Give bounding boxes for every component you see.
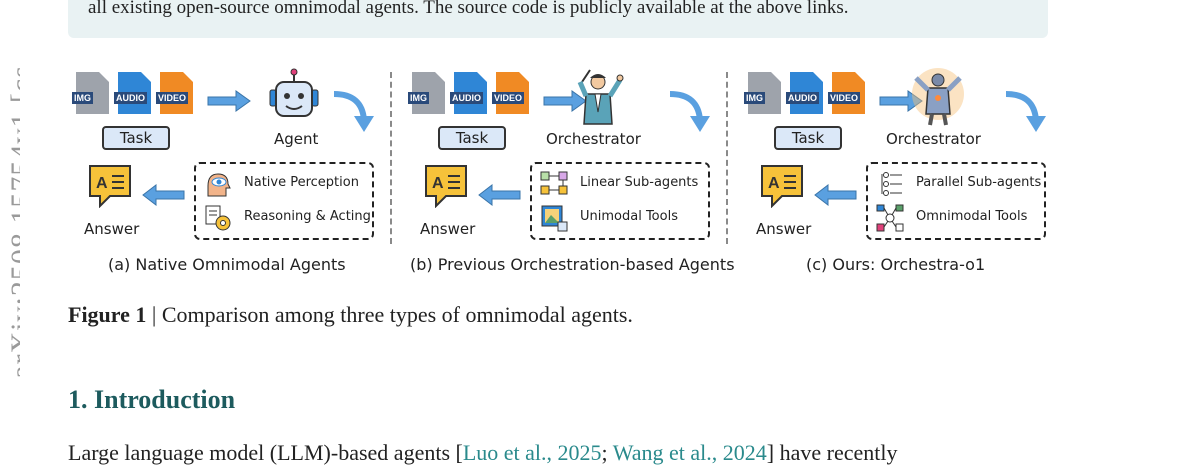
- arrow-left-icon: [478, 183, 522, 207]
- audio-file-icon: AUDIO: [786, 72, 823, 114]
- image-tool-icon: [540, 204, 568, 232]
- role-label: Orchestrator: [546, 130, 641, 148]
- multimodal-tools-icon: [876, 204, 904, 232]
- capability-label: Unimodal Tools: [580, 209, 678, 224]
- linear-flow-icon: [540, 170, 568, 198]
- capability-row: Native Perception: [204, 170, 370, 198]
- svg-text:A: A: [96, 175, 108, 192]
- capability-row: Linear Sub-agents: [540, 170, 706, 198]
- panel-caption: (a) Native Omnimodal Agents: [108, 255, 346, 274]
- curved-arrow-icon: [332, 90, 376, 136]
- capability-label: Reasoning & Acting: [244, 209, 371, 224]
- reasoning-tools-icon: [204, 204, 232, 232]
- role-label: Agent: [274, 130, 319, 148]
- parallel-flow-icon: [876, 170, 904, 198]
- role-label: Orchestrator: [886, 130, 981, 148]
- abstract-box: [68, 0, 1048, 38]
- capability-label: Native Perception: [244, 175, 359, 190]
- figure-caption-label: Figure 1: [68, 302, 147, 327]
- body-separator: ;: [601, 440, 613, 465]
- section-heading: 1. Introduction: [68, 385, 235, 415]
- answer-label: Answer: [756, 220, 812, 238]
- audio-file-icon: AUDIO: [450, 72, 487, 114]
- file-tag: IMG: [72, 92, 93, 104]
- capability-label: Linear Sub-agents: [580, 175, 699, 190]
- citation-link[interactable]: Wang et al., 2024: [612, 440, 767, 465]
- panel-caption: (b) Previous Orchestration-based Agents: [410, 255, 735, 274]
- task-box: Task: [438, 126, 506, 150]
- panel-divider: [390, 72, 392, 244]
- file-tag: AUDIO: [786, 92, 819, 104]
- file-tag: IMG: [744, 92, 765, 104]
- cyber-conductor-icon: [908, 68, 968, 126]
- video-file-icon: VIDEO: [828, 72, 865, 114]
- file-tag: VIDEO: [828, 92, 861, 104]
- capability-row: Parallel Sub-agents: [876, 170, 1042, 198]
- file-tag: VIDEO: [492, 92, 525, 104]
- body-text-end: ] have recently: [766, 440, 898, 465]
- head-eye-icon: [204, 170, 232, 198]
- figure-caption: Figure 1 | Comparison among three types …: [68, 302, 633, 328]
- capability-row: Unimodal Tools: [540, 204, 706, 232]
- file-tag: IMG: [408, 92, 429, 104]
- curved-arrow-icon: [1004, 90, 1048, 136]
- svg-text:A: A: [432, 175, 444, 192]
- answer-label: Answer: [84, 220, 140, 238]
- panel-divider: [726, 72, 728, 244]
- file-tag: AUDIO: [450, 92, 483, 104]
- section-number: 1.: [68, 385, 88, 414]
- image-file-icon: IMG: [744, 72, 781, 114]
- curved-arrow-icon: [668, 90, 712, 136]
- section-title: Introduction: [94, 385, 236, 414]
- capability-label: Omnimodal Tools: [916, 209, 1028, 224]
- answer-label: Answer: [420, 220, 476, 238]
- conductor-icon: [568, 68, 628, 126]
- arrow-right-icon: [542, 90, 588, 112]
- robot-icon: [264, 68, 324, 126]
- arrow-right-icon: [206, 90, 252, 112]
- capability-row: Omnimodal Tools: [876, 204, 1042, 232]
- answer-bubble-icon: A: [88, 164, 132, 209]
- answer-bubble-icon: A: [760, 164, 804, 209]
- capability-row: Reasoning & Acting: [204, 204, 371, 232]
- citation-link[interactable]: Luo et al., 2025: [462, 440, 602, 465]
- figure-caption-text: | Comparison among three types of omnimo…: [146, 302, 633, 327]
- body-text-start: Large language model (LLM)-based agents …: [68, 440, 463, 465]
- file-tag: AUDIO: [114, 92, 147, 104]
- arrow-left-icon: [142, 183, 186, 207]
- abstract-last-line: all existing open-source omnimodal agent…: [88, 0, 849, 18]
- svg-text:A: A: [768, 175, 780, 192]
- video-file-icon: VIDEO: [492, 72, 529, 114]
- answer-bubble-icon: A: [424, 164, 468, 209]
- task-box: Task: [774, 126, 842, 150]
- video-file-icon: VIDEO: [156, 72, 193, 114]
- capability-label: Parallel Sub-agents: [916, 175, 1042, 190]
- file-tag: VIDEO: [156, 92, 189, 104]
- arxiv-identifier: arXiv:2508.15754v1 [cs: [5, 65, 20, 379]
- audio-file-icon: AUDIO: [114, 72, 151, 114]
- task-box: Task: [102, 126, 170, 150]
- arrow-left-icon: [814, 183, 858, 207]
- panel-caption: (c) Ours: Orchestra-o1: [806, 255, 986, 274]
- image-file-icon: IMG: [408, 72, 445, 114]
- arrow-right-icon: [878, 90, 924, 112]
- arxiv-margin-watermark: arXiv:2508.15754v1 [cs: [0, 0, 20, 456]
- body-first-line: Large language model (LLM)-based agents …: [68, 440, 898, 466]
- image-file-icon: IMG: [72, 72, 109, 114]
